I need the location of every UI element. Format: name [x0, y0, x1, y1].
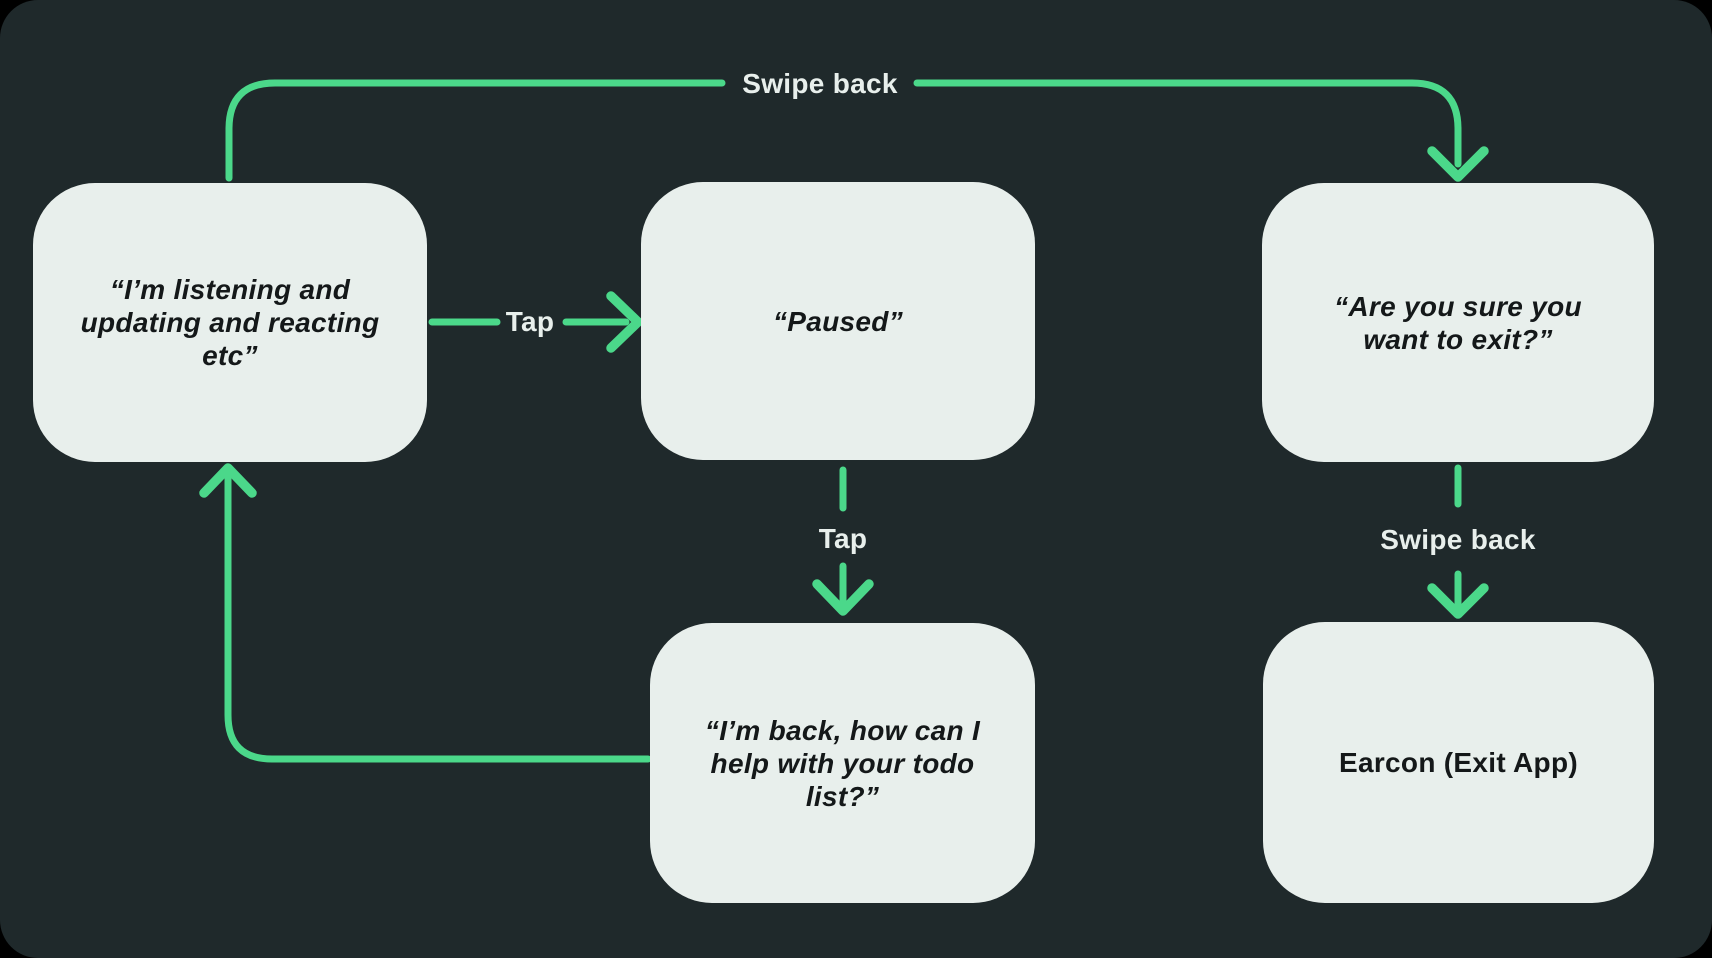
flow-node-earcon-exit-text: Earcon (Exit App)	[1339, 747, 1578, 778]
edge-label-tap-vertical: Tap	[818, 523, 868, 554]
edge-label-swipe-back-right: Swipe back	[1380, 524, 1536, 555]
flow-node-confirm-exit-text: “Are you sure you want to exit?”	[1334, 290, 1582, 355]
flow-node-back-help-text: “I’m back, how can I help with your todo…	[704, 714, 981, 812]
edge-label-swipe-back-top: Swipe back	[742, 68, 898, 99]
flow-node-paused: “Paused”	[641, 182, 1035, 460]
flow-node-listening: “I’m listening and updating and reacting…	[33, 183, 427, 462]
flow-node-paused-text: “Paused”	[773, 305, 903, 337]
edge-label-tap-horizontal: Tap	[505, 306, 555, 337]
flow-node-listening-text: “I’m listening and updating and reacting…	[80, 274, 380, 371]
flow-node-confirm-exit: “Are you sure you want to exit?”	[1262, 183, 1654, 462]
flow-node-earcon-exit: Earcon (Exit App)	[1263, 622, 1654, 903]
flow-node-back-help: “I’m back, how can I help with your todo…	[650, 623, 1035, 903]
